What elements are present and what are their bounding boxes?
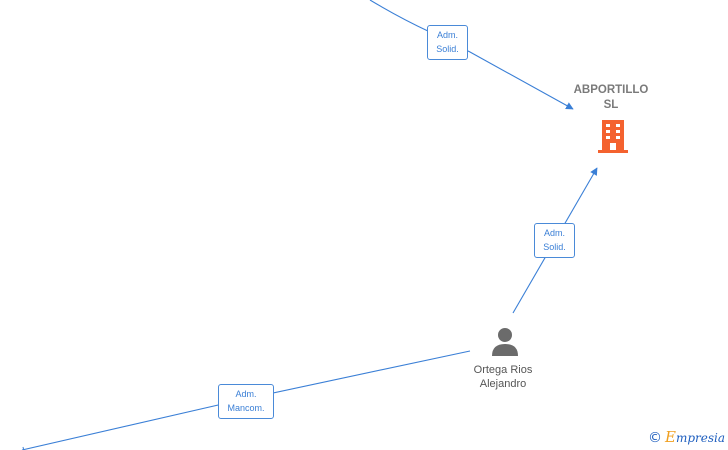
- edge-label-top: Adm. Solid.: [427, 25, 468, 60]
- edge-label-bottom-line2: Mancom.: [227, 403, 265, 413]
- edge-label-person-company-line2: Solid.: [543, 242, 566, 252]
- copyright-symbol: ©: [647, 430, 662, 446]
- building-icon: [598, 120, 628, 153]
- person-icon: [492, 328, 518, 356]
- edge-line-top: [369, 0, 574, 110]
- edge-label-bottom-line1: Adm.: [235, 389, 257, 399]
- edge-label-top-line1: Adm.: [436, 30, 458, 40]
- edge-label-bottom: Adm. Mancom.: [218, 384, 274, 419]
- company-name-line1: ABPORTILLO: [573, 84, 649, 96]
- edge-label-person-company-line1: Adm.: [543, 228, 565, 238]
- brand-logo: ©Empresia: [648, 428, 725, 446]
- company-node-label[interactable]: ABPORTILLO SL: [561, 83, 661, 113]
- edge-label-top-line2: Solid.: [436, 44, 459, 54]
- company-name-line2: SL: [603, 99, 619, 111]
- brand-name: mpresia: [675, 431, 725, 445]
- brand-initial: E: [664, 428, 676, 446]
- person-name-line2: Alejandro: [479, 378, 527, 390]
- person-name-line1: Ortega Rios: [473, 364, 533, 376]
- edge-label-person-company: Adm. Solid.: [534, 223, 575, 258]
- edge-tick: [22, 446, 25, 450]
- person-node-label[interactable]: Ortega Rios Alejandro: [453, 363, 553, 391]
